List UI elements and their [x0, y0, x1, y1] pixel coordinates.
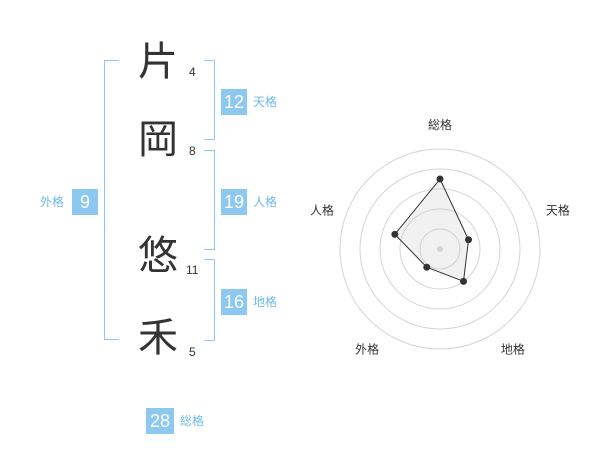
jinkaku-value: 19	[221, 189, 247, 215]
jinkaku-bracket	[204, 150, 215, 250]
gaikaku-label: 外格	[40, 195, 65, 209]
radar-point-2	[465, 236, 473, 244]
radar-point-1	[436, 175, 444, 183]
chikaku-bracket	[204, 259, 215, 341]
stroke-count-1: 4	[189, 65, 196, 79]
name-char-3: 悠	[138, 233, 178, 279]
radar-axis-label: 人格	[310, 203, 334, 218]
radar-axis-label: 天格	[546, 203, 570, 218]
stroke-count-3: 11	[186, 263, 199, 277]
stroke-count-4: 5	[189, 345, 196, 359]
radar-ring-2	[399, 208, 481, 290]
soukaku-value: 28	[146, 408, 174, 434]
name-char-2: 岡	[138, 117, 178, 163]
radar-point-4	[423, 263, 431, 271]
soukaku-label: 総格	[180, 414, 205, 428]
radar-ring-1	[419, 228, 461, 270]
tenkaku-bracket	[204, 60, 215, 140]
radar-ring-4	[359, 168, 521, 330]
chikaku-value: 16	[221, 289, 247, 315]
gaikaku-bracket	[104, 60, 119, 340]
name-char-1: 片	[138, 39, 178, 85]
radar-axis-label: 外格	[355, 341, 379, 356]
radar-ring-5	[339, 148, 541, 350]
gaikaku-value: 9	[72, 189, 98, 215]
radar-point-3	[460, 277, 468, 285]
chikaku-label: 地格	[253, 295, 278, 309]
radar-axis-label: 総格	[428, 117, 452, 132]
radar-axis-label: 地格	[501, 341, 525, 356]
radar-center	[437, 246, 443, 252]
jinkaku-label: 人格	[253, 195, 278, 209]
stroke-count-2: 8	[189, 144, 196, 158]
radar-polygon	[394, 178, 470, 283]
name-char-4: 禾	[138, 315, 178, 361]
radar-ring-3	[379, 188, 501, 310]
tenkaku-value: 12	[221, 89, 247, 115]
tenkaku-label: 天格	[253, 95, 278, 109]
radar-point-5	[391, 230, 399, 238]
